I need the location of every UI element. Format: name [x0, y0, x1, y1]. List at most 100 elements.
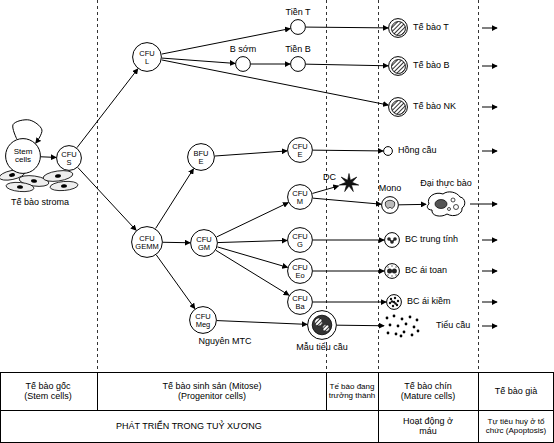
- apoptosis-arrow: [482, 240, 497, 241]
- progenitor-cell: CFU Ba: [287, 289, 313, 315]
- progenitor-cell: CFU M: [287, 184, 313, 210]
- cell-label: BC ái kiềm: [407, 297, 451, 306]
- progenitor-cell: CFU E: [287, 137, 313, 163]
- cell-shape: [388, 56, 408, 76]
- cell-shape: [388, 18, 408, 38]
- cell-granule: [397, 300, 399, 302]
- cell-nucleus: [31, 179, 37, 183]
- cell-granule: [387, 266, 389, 268]
- cell-label: DC: [323, 173, 336, 182]
- differentiation-arrow: [156, 169, 194, 229]
- stroma-cell: [50, 180, 79, 191]
- differentiation-arrow: [162, 58, 235, 63]
- table-border: [1, 373, 554, 443]
- differentiation-arrow: [313, 240, 384, 241]
- differentiation-arrow: [162, 29, 290, 55]
- progenitor-cell: CFU S: [56, 145, 82, 171]
- apoptosis-arrow: [482, 28, 497, 29]
- cell-nucleus: [387, 269, 392, 274]
- cell-label: CFU L: [139, 50, 154, 65]
- cell-label: CFU Meg: [195, 313, 210, 328]
- differentiation-arrow: [217, 203, 289, 237]
- precursor-cell: Tiền T: [290, 19, 306, 35]
- cell-label: Tế bào T: [413, 23, 449, 32]
- cell-vacuole: [454, 205, 459, 210]
- cell-label: CFU G: [292, 233, 307, 248]
- differentiation-arrow: [306, 64, 388, 66]
- platelet-dot: [387, 332, 390, 335]
- table-rule: [478, 372, 479, 443]
- cell-label: Mẫu tiểu cầu: [296, 343, 348, 352]
- lymphocyte: Tế bào T: [388, 18, 408, 38]
- cell-nucleus: [312, 315, 332, 335]
- cell-label: Tế bào NK: [413, 102, 456, 111]
- cell-nucleus: [17, 185, 23, 189]
- differentiation-arrow: [78, 168, 136, 231]
- cell-outline: [389, 98, 408, 117]
- differentiation-arrow: [162, 60, 388, 105]
- precursor-cell: Tiền B: [290, 56, 306, 72]
- cell-outline: [188, 144, 215, 171]
- cell-label: Nguyên MTC: [198, 337, 251, 346]
- cell-label: Mono: [379, 184, 402, 193]
- differentiation-arrow: [306, 27, 388, 29]
- apoptosis-arrow: [470, 204, 497, 205]
- lymphocyte: Tế bào B: [388, 56, 408, 76]
- cell-outline: [6, 139, 41, 174]
- cell-label: CFU GM: [196, 236, 211, 251]
- cell-label: BC trung tính: [405, 235, 458, 244]
- cell-label: CFU Ba: [292, 295, 307, 310]
- stroma-cell: [6, 181, 35, 192]
- eosinophil: BC ái toan: [384, 263, 400, 279]
- cell-nucleus: [392, 101, 406, 115]
- progenitor-cell: CFU GEMM: [131, 226, 163, 258]
- stroma-cells: Tế bào stroma: [0, 167, 80, 193]
- differentiation-arrow: [337, 325, 384, 327]
- apoptosis-arrows: [470, 28, 497, 326]
- cell-label: Stem cells: [14, 148, 33, 164]
- cell-shape: [290, 56, 306, 72]
- platelets: Tiểu cầu: [384, 314, 420, 338]
- cell-nucleus: [61, 184, 67, 188]
- cell-shape: [384, 314, 420, 338]
- cell-label: Đại thực bào: [420, 179, 472, 188]
- cell-outline: [288, 290, 313, 315]
- cell-vacuole: [451, 198, 455, 202]
- platelet-dot: [417, 330, 420, 333]
- cell-outline: [291, 20, 306, 35]
- table-cell-text: Tế bào gốc (Stem cells): [17, 381, 79, 402]
- differentiation-arrow: [218, 240, 287, 242]
- differentiation-arrow: [313, 198, 381, 204]
- cell-granule: [394, 297, 396, 299]
- apoptosis-arrow: [482, 302, 497, 303]
- cell-nucleus: [392, 60, 406, 74]
- cell-nucleus: [390, 240, 394, 244]
- cell-label: BC ái toan: [405, 266, 447, 275]
- cell-outline: [190, 307, 217, 334]
- progenitor-cell: BFU E: [187, 143, 215, 171]
- table-cell-text: Tế bào già: [481, 386, 551, 396]
- dendritic-body: [339, 174, 358, 192]
- cell-label: CFU GEMM: [135, 235, 158, 250]
- apoptosis-arrow: [482, 271, 497, 272]
- table-cell-text: Tự tiêu huỷ ở tổ chức (Apoptosis): [480, 417, 552, 435]
- apoptosis-arrow: [482, 326, 497, 327]
- cell-shape: [384, 263, 400, 279]
- stroma-cell: [42, 169, 73, 183]
- cell-shape: [338, 173, 360, 193]
- table-rule: [326, 372, 327, 410]
- cell-nucleus: [435, 200, 447, 209]
- cell-label: CFU S: [61, 151, 76, 166]
- platelet-dot: [405, 323, 408, 326]
- platelet-dot: [401, 318, 404, 321]
- lymphocyte: Tế bào NK: [388, 97, 408, 117]
- cell-granule: [395, 266, 397, 268]
- table-grid: [0, 372, 554, 443]
- differentiation-arrow: [313, 302, 386, 303]
- cell-nucleus: [387, 237, 391, 241]
- stem-cell: Stem cells: [5, 138, 41, 174]
- cell-nucleus: [55, 174, 61, 178]
- platelet-dot: [409, 316, 412, 319]
